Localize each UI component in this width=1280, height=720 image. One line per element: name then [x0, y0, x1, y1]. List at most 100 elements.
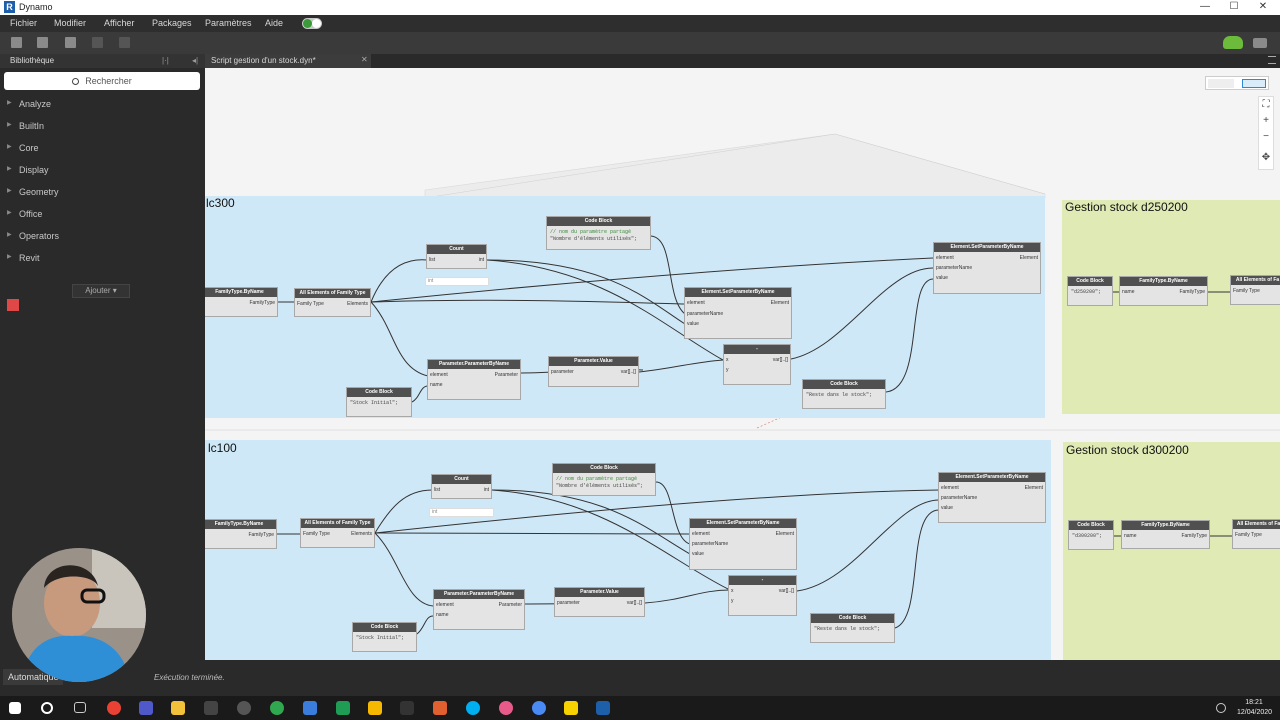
group-d250200[interactable]: Gestion stock d250200 [1062, 200, 1280, 414]
input-port[interactable]: value [692, 551, 704, 557]
camera-icon[interactable] [1253, 38, 1267, 48]
input-port[interactable]: y [726, 367, 729, 373]
input-port[interactable]: Family Type [1233, 288, 1260, 294]
app-green-icon[interactable] [270, 701, 284, 715]
output-port[interactable]: FamilyType [1181, 533, 1207, 539]
search-icon[interactable] [41, 702, 53, 714]
node-all-elements-d300200[interactable]: All Elements of Fa Family Type [1232, 519, 1280, 549]
input-port[interactable]: Family Type [303, 531, 330, 537]
group-lc300-title[interactable]: lc300 [206, 196, 235, 210]
feature-toggle[interactable] [302, 18, 322, 29]
menu-parametres[interactable]: Paramètres [205, 18, 252, 28]
library-category-office[interactable]: ▶Office [0, 204, 205, 224]
node-all-elements-d250200[interactable]: All Elements of Fa Family Type [1230, 275, 1280, 305]
output-port[interactable]: Element [775, 531, 794, 537]
node-familytype-d300200[interactable]: FamilyType.ByName name FamilyType [1121, 520, 1210, 549]
cloud-icon[interactable] [1223, 36, 1243, 49]
notes-icon[interactable] [564, 701, 578, 715]
graph-view-icon[interactable] [1242, 79, 1266, 88]
node-all-elements-lc300[interactable]: All Elements of Family Type Family Type … [294, 288, 371, 317]
input-port[interactable]: value [687, 321, 699, 327]
game-icon[interactable] [433, 701, 447, 715]
browser-icon[interactable] [532, 701, 546, 715]
library-category-revit[interactable]: ▶Revit [0, 248, 205, 268]
open-icon[interactable] [37, 37, 48, 48]
menu-packages[interactable]: Packages [152, 18, 192, 28]
output-port[interactable]: var[]..[] [626, 600, 642, 606]
close-button[interactable]: ✕ [1258, 1, 1268, 12]
group-d300200[interactable]: Gestion stock d300200 [1063, 442, 1280, 660]
input-port[interactable]: Family Type [1235, 532, 1262, 538]
output-port[interactable]: int [478, 257, 484, 263]
output-port[interactable]: var[]..[] [778, 588, 794, 594]
menu-fichier[interactable]: Fichier [10, 18, 38, 28]
node-count-lc300[interactable]: Count list int [426, 244, 487, 269]
output-port[interactable]: var[]..[] [772, 357, 788, 363]
app-dark-icon[interactable] [400, 701, 414, 715]
group-d300200-title[interactable]: Gestion stock d300200 [1066, 443, 1189, 457]
input-port[interactable]: name [430, 382, 443, 388]
output-port[interactable]: Element [770, 300, 789, 306]
slides-icon[interactable] [368, 701, 382, 715]
output-port[interactable]: FamilyType [248, 532, 274, 538]
library-category-builtin[interactable]: ▶BuiltIn [0, 116, 205, 136]
input-port[interactable]: list [429, 257, 436, 263]
input-port[interactable]: parameter [551, 369, 574, 375]
input-port[interactable]: Family Type [297, 301, 324, 307]
input-port[interactable]: y [731, 598, 734, 604]
menu-aide[interactable]: Aide [265, 18, 284, 28]
input-port[interactable]: name [1124, 533, 1137, 539]
output-port[interactable]: Element [1019, 255, 1038, 261]
input-port[interactable]: name [1122, 289, 1135, 295]
group-d250200-title[interactable]: Gestion stock d250200 [1065, 200, 1188, 214]
view-switcher[interactable] [1205, 76, 1269, 90]
node-code-block-param-lc100[interactable]: Code Block // nom du paramètre partagé "… [552, 463, 656, 496]
node-code-block-param-lc300[interactable]: Code Block // nom du paramètre partagé "… [546, 216, 651, 250]
input-port[interactable]: element [692, 531, 710, 537]
menu-modifier[interactable]: Modifier [54, 18, 87, 28]
library-search-input[interactable]: Rechercher [4, 72, 200, 90]
calculator-icon[interactable] [204, 701, 218, 715]
output-port[interactable]: FamilyType [249, 300, 275, 306]
input-port[interactable]: element [941, 485, 959, 491]
zoom-in-icon[interactable]: + [1263, 115, 1269, 126]
node-set-param-lc300-b[interactable]: Element.SetParameterByName element param… [933, 242, 1041, 294]
output-port[interactable]: Parameter [498, 602, 522, 608]
add-library-button[interactable]: Ajouter ▾ [72, 284, 130, 298]
new-file-icon[interactable] [11, 37, 22, 48]
library-category-geometry[interactable]: ▶Geometry [0, 182, 205, 202]
tab-menu-icon[interactable] [1268, 56, 1276, 64]
geometry-view-icon[interactable] [1208, 79, 1234, 88]
library-category-analyze[interactable]: ▶Analyze [0, 94, 205, 114]
node-param-value-lc100[interactable]: Parameter.Value parameter var[]..[] [554, 587, 645, 617]
input-port[interactable]: value [941, 505, 953, 511]
task-view-icon[interactable] [74, 702, 86, 713]
node-all-elements-lc100[interactable]: All Elements of Family Type Family Type … [300, 518, 375, 548]
node-code-stock-initial-lc300[interactable]: Code Block "Stock Initial"; [346, 387, 412, 417]
zoom-out-icon[interactable]: − [1263, 131, 1269, 142]
tab-script[interactable]: Script gestion d'un stock.dyn* ✕ [205, 54, 371, 68]
library-collapse-icon[interactable]: ◂| [192, 56, 199, 65]
save-icon[interactable] [65, 37, 76, 48]
input-port[interactable]: parameterName [687, 311, 724, 317]
library-category-core[interactable]: ▶Core [0, 138, 205, 158]
node-code-d250200[interactable]: Code Block "d250200"; [1067, 276, 1113, 306]
docs-icon[interactable] [303, 701, 317, 715]
chrome-icon[interactable] [107, 701, 121, 715]
file-explorer-icon[interactable] [171, 701, 185, 715]
input-port[interactable]: parameterName [941, 495, 978, 501]
output-port[interactable]: Parameter [494, 372, 518, 378]
node-code-reste-lc100[interactable]: Code Block "Reste dans le stock"; [810, 613, 895, 643]
library-category-display[interactable]: ▶Display [0, 160, 205, 180]
undo-icon[interactable] [92, 37, 103, 48]
teams-icon[interactable] [139, 701, 153, 715]
node-param-by-name-lc300[interactable]: Parameter.ParameterByName element name P… [427, 359, 521, 400]
output-port[interactable]: var[]..[] [620, 369, 636, 375]
skype-icon[interactable] [466, 701, 480, 715]
revit-icon[interactable] [596, 701, 610, 715]
node-set-param-lc100-b[interactable]: Element.SetParameterByName element param… [938, 472, 1046, 523]
app-pink-icon[interactable] [499, 701, 513, 715]
output-port[interactable]: FamilyType [1179, 289, 1205, 295]
node-code-stock-initial-lc100[interactable]: Code Block "Stock Initial"; [352, 622, 417, 652]
input-port[interactable]: x [726, 357, 729, 363]
